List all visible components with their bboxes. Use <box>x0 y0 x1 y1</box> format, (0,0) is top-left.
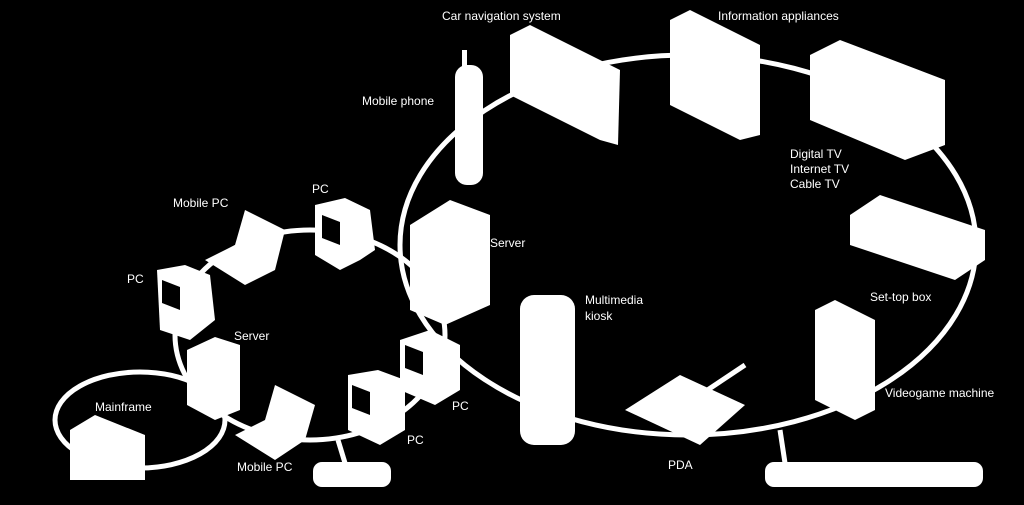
label-server: Server <box>490 236 526 250</box>
label-car-navigation: Car navigation system <box>442 9 561 23</box>
network-gateway-box <box>765 462 983 487</box>
pc-icon <box>400 330 460 405</box>
videogame-machine-icon <box>815 300 875 420</box>
label-set-top-box: Set-top box <box>870 290 932 304</box>
information-appliance-icon <box>670 10 760 140</box>
set-top-box-icon <box>850 195 985 280</box>
label-kiosk: kiosk <box>585 309 613 323</box>
label-information-appliances: Information appliances <box>718 9 839 23</box>
label-mobile-pc-top: Mobile PC <box>173 196 229 210</box>
label-pda: PDA <box>668 458 693 472</box>
label-server-small: Server <box>234 329 270 343</box>
label-cable-tv: Cable TV <box>790 177 840 191</box>
server-icon <box>410 200 490 325</box>
digital-tv-icon <box>810 40 945 160</box>
label-mainframe: Mainframe <box>95 400 152 414</box>
server-icon <box>187 337 240 420</box>
mobile-pc-icon <box>205 210 285 285</box>
mobile-pc-icon <box>235 385 315 460</box>
car-navigation-icon <box>510 25 620 145</box>
label-internet-tv: Internet TV <box>790 162 850 176</box>
lan-gateway-box <box>313 462 391 487</box>
label-pc-left: PC <box>127 272 144 286</box>
label-videogame: Videogame machine <box>885 386 995 400</box>
label-multimedia: Multimedia <box>585 293 644 307</box>
pc-icon <box>348 370 405 445</box>
mobile-phone-icon <box>455 65 483 185</box>
mainframe-icon <box>70 415 145 480</box>
label-mobile-pc-bottom: Mobile PC <box>237 460 293 474</box>
label-pc-top: PC <box>312 182 329 196</box>
label-pc-right2: PC <box>407 433 424 447</box>
label-mobile-phone: Mobile phone <box>362 94 435 108</box>
label-pc-right1: PC <box>452 399 469 413</box>
pc-icon <box>315 198 375 270</box>
multimedia-kiosk-icon <box>520 295 575 445</box>
pda-icon <box>625 375 745 445</box>
label-digital-tv: Digital TV <box>790 147 842 161</box>
